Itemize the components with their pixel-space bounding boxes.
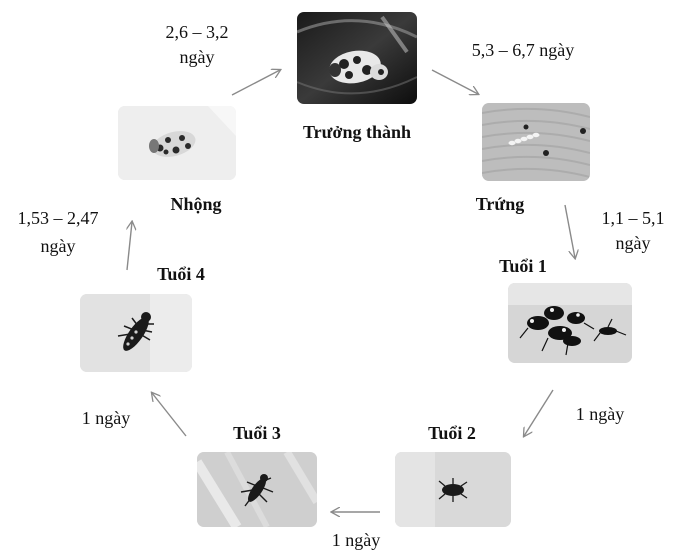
duration-instar4-to-pupa-line1: 1,53 – 2,47 xyxy=(2,208,114,229)
duration-instar3-to-instar4: 1 ngày xyxy=(66,408,146,429)
instar3-image xyxy=(197,452,317,527)
instar3-photo xyxy=(197,452,317,527)
instar1-image xyxy=(508,283,632,363)
duration-instar2-to-instar3: 1 ngày xyxy=(316,530,396,551)
duration-egg-to-instar1-line2: ngày xyxy=(586,233,680,254)
stage-label-pupa: Nhộng xyxy=(152,194,240,215)
stage-label-instar3: Tuổi 3 xyxy=(212,423,302,444)
pupa-photo xyxy=(118,106,236,180)
instar2-image xyxy=(395,452,511,527)
arrow-adult-to-egg xyxy=(432,70,478,94)
instar4-photo xyxy=(80,294,192,372)
duration-instar4-to-pupa-line2: ngày xyxy=(2,236,114,257)
pupa-image xyxy=(118,106,236,180)
duration-egg-to-instar1-line1: 1,1 – 5,1 xyxy=(586,208,680,229)
arrow-egg-to-instar1 xyxy=(565,205,575,258)
duration-pupa-to-adult-line1: 2,6 – 3,2 xyxy=(142,22,252,43)
egg-image xyxy=(482,103,590,181)
stage-label-instar1: Tuổi 1 xyxy=(478,256,568,277)
duration-adult-to-egg: 5,3 – 6,7 ngày xyxy=(448,40,598,61)
stage-label-instar2: Tuổi 2 xyxy=(407,423,497,444)
instar4-image xyxy=(80,294,192,372)
adult-beetle-image xyxy=(297,12,417,104)
adult-beetle-photo xyxy=(297,12,417,104)
duration-instar1-to-instar2: 1 ngày xyxy=(560,404,640,425)
egg-photo xyxy=(482,103,590,181)
instar1-photo xyxy=(508,283,632,363)
arrow-instar3-to-instar4 xyxy=(152,393,186,436)
arrow-instar4-to-pupa xyxy=(127,222,132,270)
stage-label-adult: Trưởng thành xyxy=(302,121,412,143)
instar2-photo xyxy=(395,452,511,527)
duration-pupa-to-adult-line2: ngày xyxy=(142,47,252,68)
arrow-pupa-to-adult xyxy=(232,70,280,95)
stage-label-instar4: Tuổi 4 xyxy=(136,264,226,285)
stage-label-egg: Trứng xyxy=(456,194,544,215)
arrow-instar1-to-instar2 xyxy=(524,390,553,436)
